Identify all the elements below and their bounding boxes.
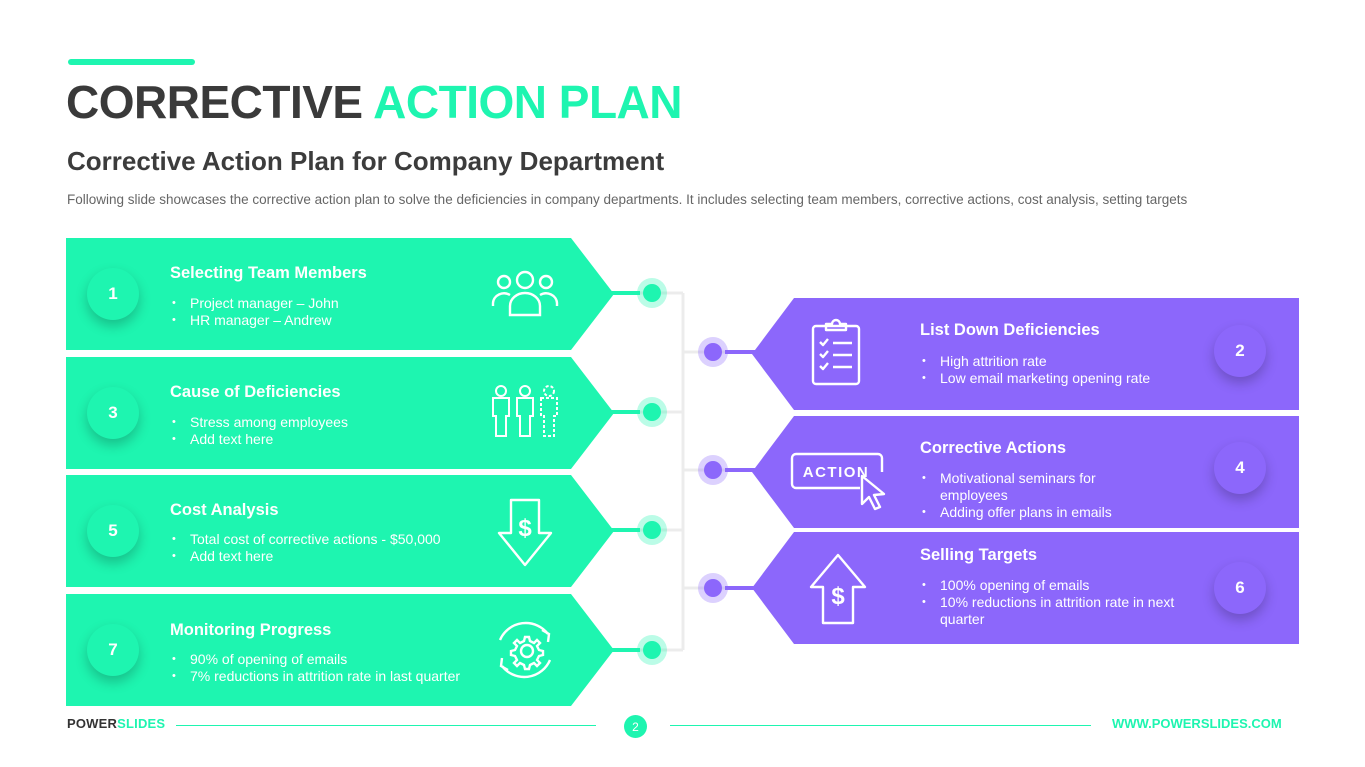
title-part-1: CORRECTIVE: [66, 76, 363, 128]
step-title: Cost Analysis: [170, 501, 279, 519]
page-number-badge: 2: [624, 715, 647, 738]
step-number-badge: 7: [87, 624, 139, 676]
step-items: High attrition rate Low email marketing …: [920, 353, 1150, 387]
step-item: 7% reductions in attrition rate in last …: [170, 668, 460, 685]
connector-node-3: [608, 397, 667, 427]
page-title: CORRECTIVE ACTION PLAN: [66, 74, 682, 130]
footer-url: WWW.POWERSLIDES.COM: [1112, 716, 1282, 731]
step-item: Add text here: [170, 431, 348, 448]
footer-divider-right: [670, 725, 1091, 726]
step-items: Motivational seminars for employees Addi…: [920, 470, 1150, 521]
step-card-3: 3 Cause of Deficiencies Stress among emp…: [66, 357, 614, 469]
team-group-icon: [491, 270, 559, 317]
page-subtitle: Corrective Action Plan for Company Depar…: [67, 146, 665, 176]
three-people-icon: [492, 385, 558, 437]
step-title: Monitoring Progress: [170, 621, 332, 639]
step-items: Total cost of corrective actions - $50,0…: [170, 531, 441, 565]
footer-divider-left: [176, 725, 596, 726]
svg-text:$: $: [518, 515, 532, 542]
connector-node-4: [698, 455, 760, 485]
step-title: Cause of Deficiencies: [170, 383, 341, 401]
step-item: Adding offer plans in emails: [920, 504, 1150, 521]
step-card-4: ACTION Corrective Actions Motivational s…: [752, 416, 1299, 528]
brand-part-2: SLIDES: [117, 716, 166, 731]
action-icon-label: ACTION: [803, 464, 870, 481]
step-item: 100% opening of emails: [920, 577, 1190, 594]
step-card-shape: [66, 594, 614, 706]
step-item: Motivational seminars for employees: [920, 470, 1150, 504]
step-card-1: 1 Selecting Team Members Project manager…: [66, 238, 614, 350]
step-item: 90% of opening of emails: [170, 651, 460, 668]
connector-node-6: [698, 573, 760, 603]
step-items: Stress among employees Add text here: [170, 414, 348, 448]
action-cursor-icon: ACTION: [790, 452, 886, 511]
step-card-6: $ Selling Targets 100% opening of emails…: [752, 532, 1299, 644]
step-card-7: 7 Monitoring Progress 90% of opening of …: [66, 594, 614, 706]
step-title: Corrective Actions: [920, 439, 1067, 457]
step-item: High attrition rate: [920, 353, 1150, 370]
dollar-down-arrow-icon: $: [497, 498, 553, 567]
step-item: HR manager – Andrew: [170, 312, 339, 329]
brand-part-1: POWER: [67, 716, 118, 731]
page-description: Following slide showcases the corrective…: [67, 192, 1188, 207]
step-card-shape: [66, 357, 614, 469]
connector-node-2: [698, 337, 760, 367]
step-item: Project manager – John: [170, 295, 339, 312]
step-item: Add text here: [170, 548, 441, 565]
step-items: Project manager – John HR manager – Andr…: [170, 295, 339, 329]
step-number-badge: 3: [87, 387, 139, 439]
footer-brand: POWERSLIDES: [67, 716, 165, 731]
step-item: Total cost of corrective actions - $50,0…: [170, 531, 441, 548]
step-number-badge: 4: [1214, 442, 1266, 494]
connector-node-7: [608, 635, 667, 665]
step-items: 90% of opening of emails 7% reductions i…: [170, 651, 460, 685]
clipboard-checklist-icon: [811, 318, 861, 386]
title-part-2: ACTION PLAN: [373, 76, 682, 128]
step-title: Selling Targets: [920, 546, 1038, 564]
step-title: Selecting Team Members: [170, 264, 367, 282]
step-number-badge: 6: [1214, 562, 1266, 614]
svg-text:$: $: [831, 583, 845, 610]
gear-cycle-icon: [498, 621, 552, 679]
dollar-up-arrow-icon: $: [809, 553, 867, 625]
step-number-badge: 5: [87, 505, 139, 557]
step-card-5: 5 Cost Analysis Total cost of corrective…: [66, 475, 614, 587]
title-accent-bar: [68, 59, 195, 65]
step-number-badge: 1: [87, 268, 139, 320]
step-card-2: List Down Deficiencies High attrition ra…: [752, 298, 1299, 410]
step-item: Stress among employees: [170, 414, 348, 431]
step-item: Low email marketing opening rate: [920, 370, 1150, 387]
step-items: 100% opening of emails 10% reductions in…: [920, 577, 1190, 628]
step-title: List Down Deficiencies: [920, 321, 1100, 339]
connector-node-1: [608, 278, 667, 308]
connector-node-5: [608, 515, 667, 545]
step-item: 10% reductions in attrition rate in next…: [920, 594, 1190, 628]
step-number-badge: 2: [1214, 325, 1266, 377]
